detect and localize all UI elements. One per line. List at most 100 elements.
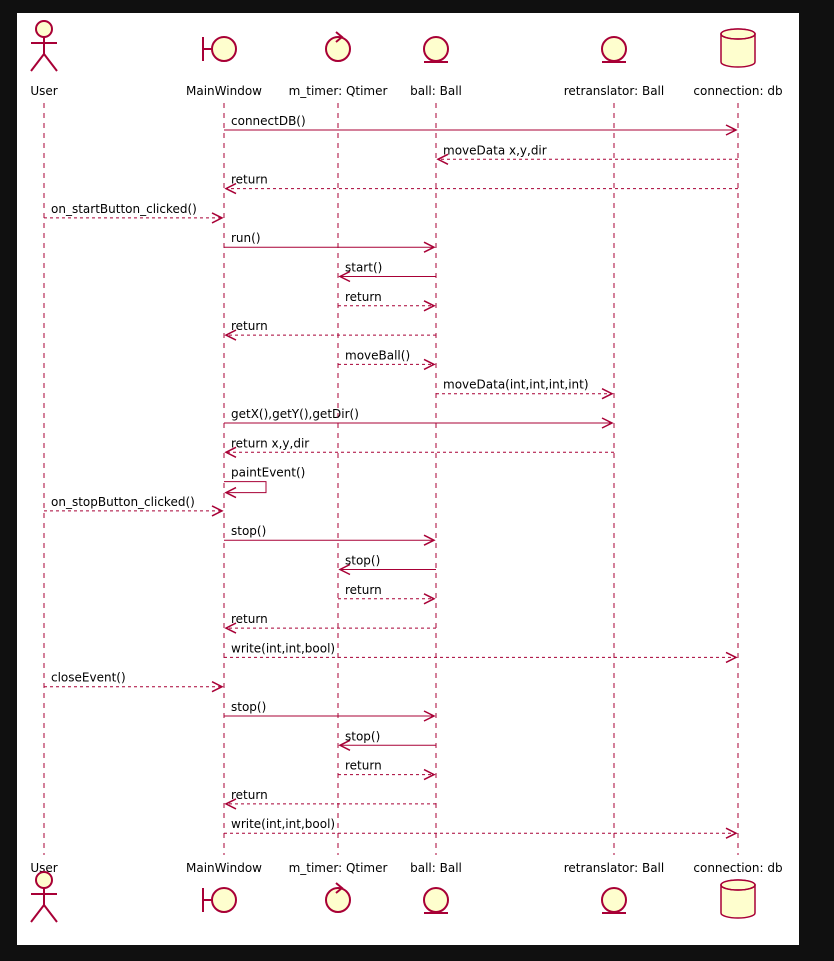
arrowhead [725, 827, 738, 839]
message-label: paintEvent() [231, 466, 305, 480]
message-label: return [231, 173, 268, 187]
participant-label: MainWindow [186, 84, 262, 98]
arrowhead [211, 212, 224, 224]
message-9: moveBall() [338, 348, 436, 371]
participant-timer-bottom: m_timer: Qtimer [289, 861, 388, 913]
message-11: getX(),getY(),getDir() [224, 407, 614, 429]
participant-label: User [30, 861, 57, 875]
message-15: stop() [224, 524, 436, 546]
participant-db-top: connection: db [693, 28, 783, 98]
message-label: return [345, 583, 382, 597]
message-label: getX(),getY(),getDir() [231, 407, 359, 421]
actor-icon [30, 871, 58, 923]
participant-label: ball: Ball [410, 84, 462, 98]
message-12: return x,y,dir [224, 436, 614, 458]
boundary-icon [202, 887, 237, 913]
message-24: return [224, 788, 436, 810]
arrowhead [338, 739, 351, 751]
participant-label: retranslator: Ball [564, 861, 664, 875]
message-21: stop() [224, 700, 436, 722]
arrowhead [423, 358, 436, 371]
message-3: return [224, 173, 738, 195]
database-icon [720, 28, 756, 68]
arrowhead [423, 241, 436, 253]
arrowhead [211, 505, 224, 517]
message-6: start() [338, 261, 436, 283]
arrowhead [224, 446, 237, 458]
message-label: write(int,int,bool) [231, 817, 335, 831]
message-label: return [345, 290, 382, 304]
message-label: return [231, 612, 268, 626]
arrowhead [224, 486, 237, 499]
arrowhead [423, 300, 436, 312]
participant-mainwindow-bottom: MainWindow [186, 861, 262, 913]
arrowhead [211, 681, 224, 693]
arrowhead [338, 563, 351, 576]
message-label: on_startButton_clicked() [51, 202, 197, 216]
message-19: write(int,int,bool) [224, 641, 738, 664]
message-line [224, 481, 267, 494]
message-label: start() [345, 261, 382, 275]
message-2: moveData x,y,dir [436, 143, 738, 165]
messages: connectDB() moveData x,y,dir return on_star… [44, 114, 738, 839]
message-label: write(int,int,bool) [231, 641, 335, 655]
arrowhead [436, 153, 449, 165]
message-8: return [224, 319, 436, 341]
message-25: write(int,int,bool) [224, 817, 738, 839]
participant-label: connection: db [693, 84, 782, 98]
arrowhead [725, 124, 738, 136]
message-label: stop() [345, 729, 380, 743]
participant-mainwindow-top: MainWindow [186, 36, 262, 98]
arrowhead [224, 329, 237, 341]
message-7: return [338, 290, 436, 312]
message-label: connectDB() [231, 114, 306, 128]
control-icon [325, 31, 351, 62]
message-label: on_stopButton_clicked() [51, 495, 195, 509]
message-17: return [338, 583, 436, 605]
arrowhead [423, 710, 436, 722]
arrowhead [423, 593, 436, 605]
message-13: paintEvent() [224, 466, 305, 499]
message-label: stop() [345, 554, 380, 568]
entity-icon [601, 887, 627, 914]
participant-label: ball: Ball [410, 861, 462, 875]
message-label: stop() [231, 700, 266, 714]
arrowhead [224, 182, 237, 195]
database-icon [720, 879, 756, 919]
participant-label: connection: db [693, 861, 782, 875]
entity-icon [423, 36, 449, 63]
message-label: moveBall() [345, 348, 410, 362]
participant-label: User [30, 84, 57, 98]
participant-ball-top: ball: Ball [410, 36, 462, 98]
message-label: moveData x,y,dir [443, 143, 547, 157]
arrowhead [601, 417, 614, 429]
message-23: return [338, 759, 436, 781]
arrowhead [423, 534, 436, 546]
message-16: stop() [338, 554, 436, 576]
participant-retranslator-top: retranslator: Ball [564, 36, 664, 98]
arrowhead [725, 651, 738, 664]
message-20: closeEvent() [44, 671, 224, 693]
arrowhead [224, 622, 237, 634]
participant-label: retranslator: Ball [564, 84, 664, 98]
message-label: closeEvent() [51, 671, 126, 685]
participant-heads-bottom: User MainWindow m_timer: Qtimer ball: Ball r… [30, 861, 783, 923]
participant-user-top: User [30, 20, 58, 98]
arrowhead [423, 768, 436, 781]
participant-label: MainWindow [186, 861, 262, 875]
message-label: moveData(int,int,int,int) [443, 378, 589, 392]
participant-timer-top: m_timer: Qtimer [289, 31, 388, 98]
message-10: moveData(int,int,int,int) [436, 378, 614, 400]
actor-icon [30, 20, 58, 72]
message-label: stop() [231, 524, 266, 538]
entity-icon [601, 36, 627, 63]
arrowhead [601, 388, 614, 400]
message-1: connectDB() [224, 114, 738, 136]
message-label: run() [231, 231, 261, 245]
participant-retranslator-bottom: retranslator: Ball [564, 861, 664, 914]
control-icon [325, 882, 351, 913]
message-4: on_startButton_clicked() [44, 202, 224, 224]
boundary-icon [202, 36, 237, 62]
